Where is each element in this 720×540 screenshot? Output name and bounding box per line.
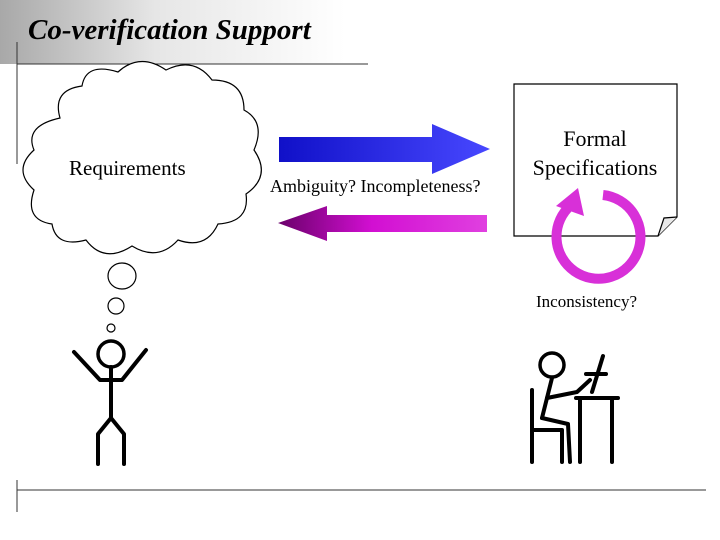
document-page-icon bbox=[513, 83, 678, 237]
cycle-arrow-icon bbox=[551, 188, 646, 284]
requirements-label: Requirements bbox=[69, 156, 186, 180]
thought-bubble-small bbox=[106, 323, 116, 333]
stick-figure-at-computer-icon bbox=[530, 351, 620, 464]
thought-cloud-icon bbox=[22, 60, 262, 255]
stick-figure-arms-up-icon bbox=[72, 339, 148, 466]
forward-arrow bbox=[279, 124, 490, 174]
slide-title: Co-verification Support bbox=[28, 14, 311, 46]
inconsistency-label: Inconsistency? bbox=[536, 292, 638, 311]
formal-specifications-label: Formal Specifications bbox=[532, 126, 658, 180]
title-band bbox=[0, 0, 345, 64]
backward-arrow bbox=[278, 206, 487, 241]
thought-bubble-medium bbox=[107, 297, 125, 315]
ambiguity-label: Ambiguity? Incompleteness? bbox=[270, 176, 481, 196]
thought-bubble-large bbox=[107, 262, 137, 290]
